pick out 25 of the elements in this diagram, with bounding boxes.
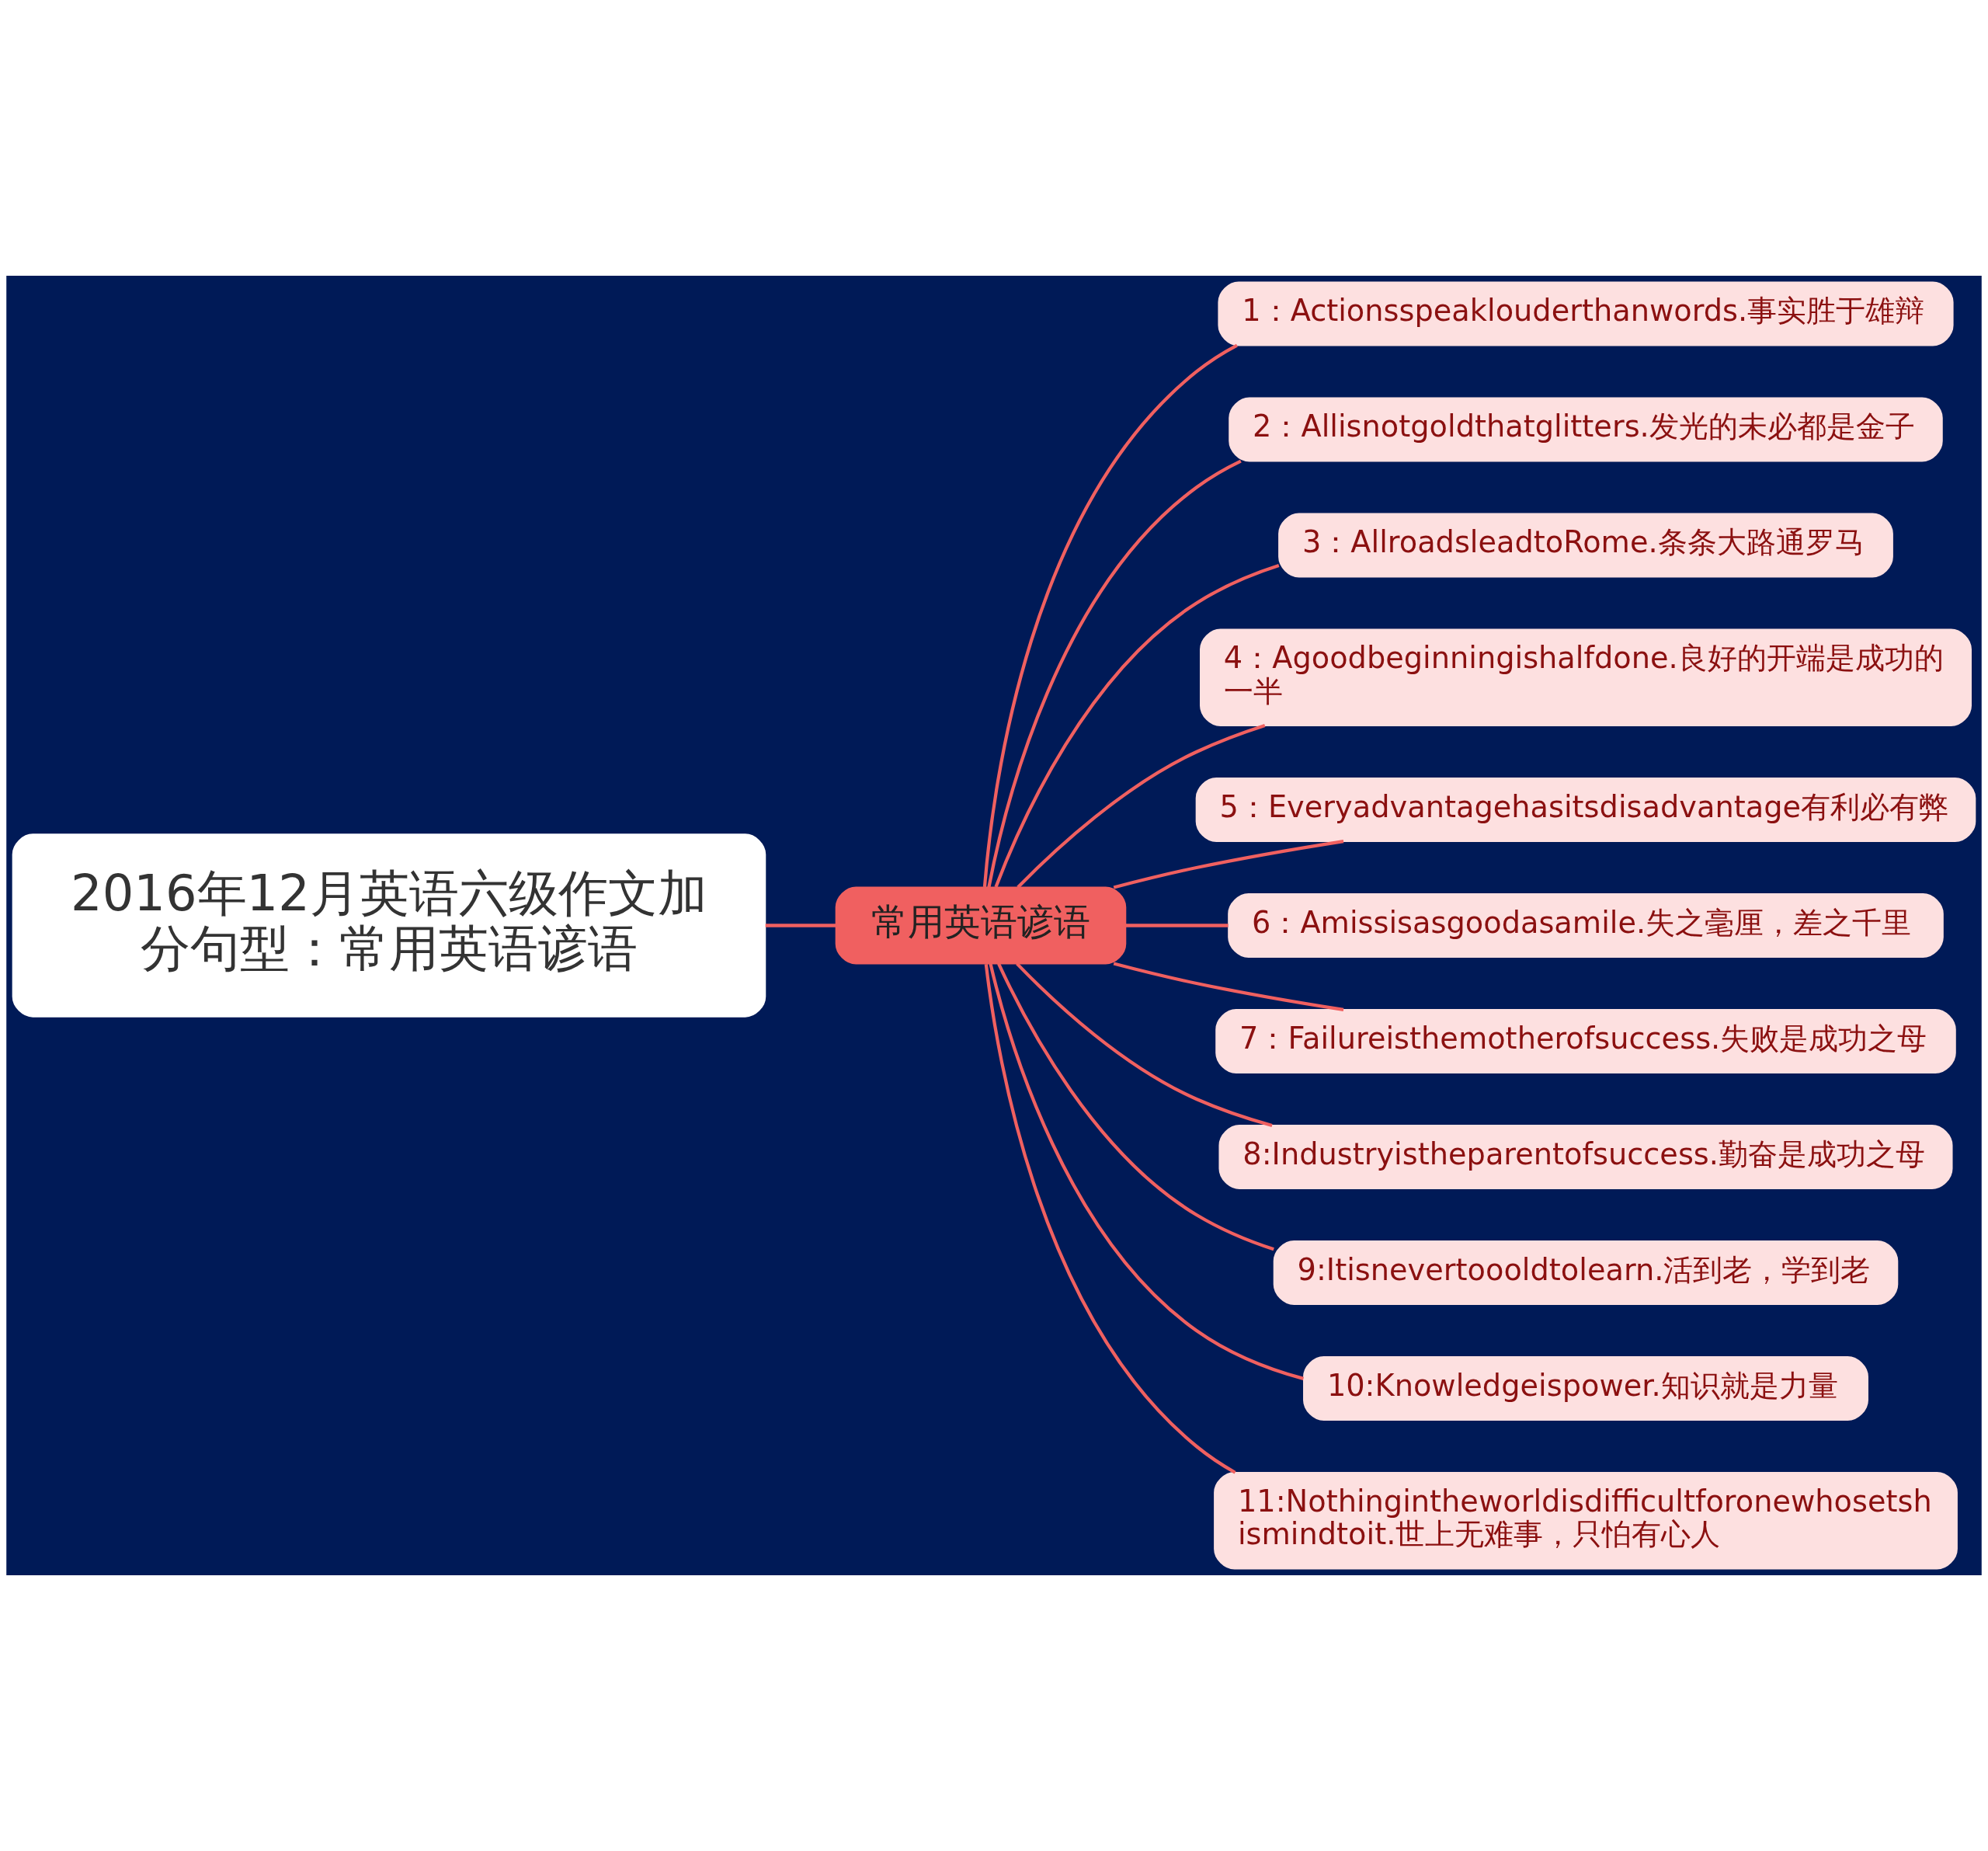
connector xyxy=(987,459,1242,888)
connector xyxy=(989,963,1305,1380)
node-box: 4：Agoodbeginningishalfdone.良好的开端是成功的一半 xyxy=(1200,628,1972,726)
connector xyxy=(997,962,1274,1251)
connector xyxy=(984,964,1236,1474)
node-box: 5：Everyadvantagehasitsdisadvantage有利必有弊 xyxy=(1195,778,1976,842)
connector xyxy=(982,343,1238,888)
node-box: 11:Nothingintheworldisdifficultforonewhosetshismindtoit.世上无难事，只怕有心人 xyxy=(1214,1471,1958,1570)
connector xyxy=(1017,723,1266,889)
connector xyxy=(1113,962,1344,1012)
node-box: 3：AllroadsleadtoRome.条条大路通罗马 xyxy=(1278,513,1893,578)
node-box: 10:Knowledgeispower.知识就是力量 xyxy=(1303,1355,1868,1421)
node-box: 1：Actionsspeaklouderthanwords.事实胜于雄辩 xyxy=(1218,281,1954,346)
connector xyxy=(994,564,1280,888)
node-box: 2：Allisnotgoldthatglitters.发光的未必都是金子 xyxy=(1229,397,1943,462)
node-box: 9:Itisnevertoooldtolearn.活到老，学到老 xyxy=(1273,1240,1899,1305)
node-box: 常用英语谚语 xyxy=(835,886,1127,965)
node-box: 8:Industryistheparentofsuccess.勤奋是成功之母 xyxy=(1218,1125,1953,1189)
connector xyxy=(1113,839,1344,889)
connector xyxy=(765,924,836,927)
node-box: 2016年12月英语六级作文加分句型：常用英语谚语 xyxy=(12,833,766,1018)
node-box: 7：Failureisthemotherofsuccess.失败是成功之母 xyxy=(1215,1009,1956,1073)
node-box: 6：Amissisasgoodasamile.失之毫厘，差之千里 xyxy=(1228,893,1944,958)
connector xyxy=(1016,962,1273,1127)
connector xyxy=(1125,924,1229,927)
